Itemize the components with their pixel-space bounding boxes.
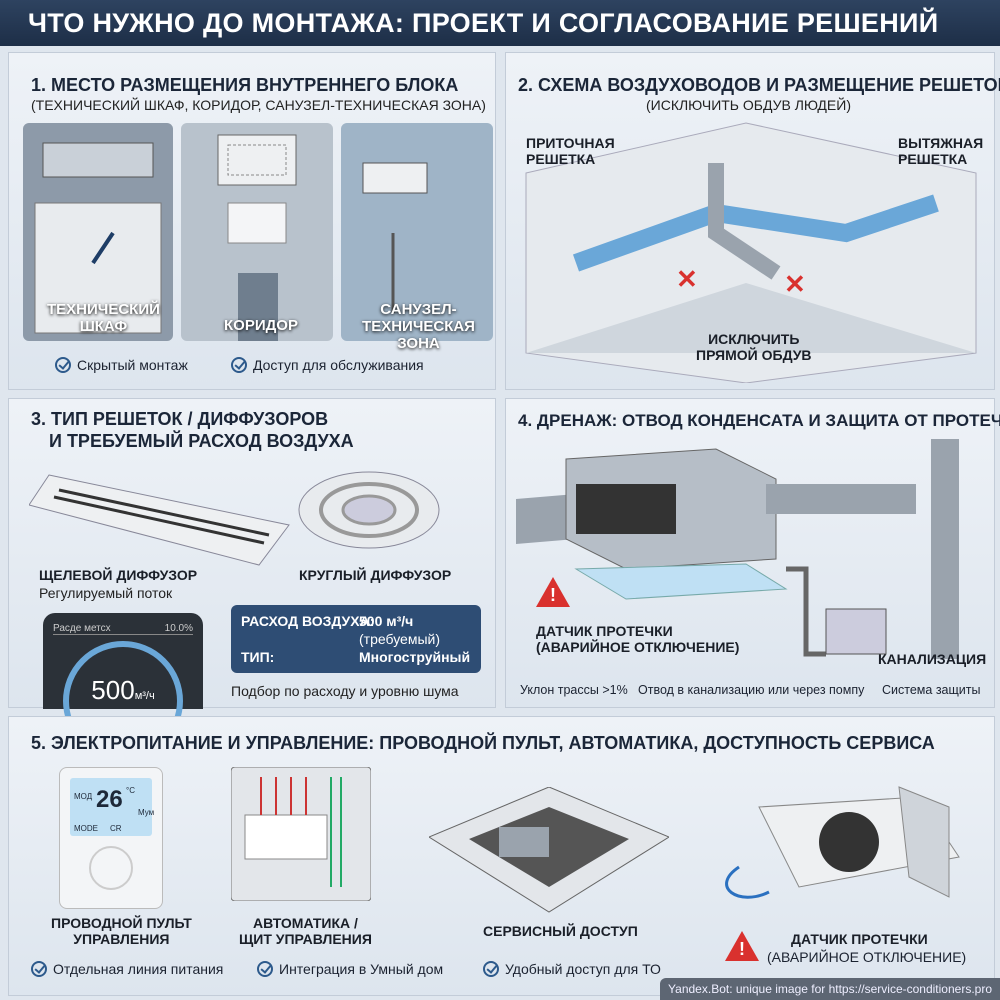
check-service: Удобный доступ для ТО <box>483 961 661 977</box>
panel-subheading: (ТЕХНИЧЕСКИЙ ШКАФ, КОРИДОР, САНУЗЕЛ-ТЕХН… <box>31 97 486 113</box>
drain-note-outlet: Отвод в канализацию или через помпу <box>638 683 865 697</box>
warning-icon: ! <box>725 931 759 961</box>
page-title: ЧТО НУЖНО ДО МОНТАЖА: ПРОЕКТ И СОГЛАСОВА… <box>0 0 1000 46</box>
gauge-value: 500 <box>91 675 135 705</box>
label-leak-sensor: ДАТЧИК ПРОТЕЧКИ <box>791 931 928 947</box>
check-smart-home: Интеграция в Умный дом <box>257 961 443 977</box>
placement-illustrations <box>23 123 493 341</box>
label-avoid-draft: ИСКЛЮЧИТЬ ПРЯМОЙ ОБДУВ <box>696 331 812 363</box>
panel-heading: 1. МЕСТО РАЗМЕЩЕНИЯ ВНУТРЕННЕГО БЛОКА <box>31 75 459 95</box>
check-icon <box>31 961 47 977</box>
selection-note: Подбор по расходу и уровню шума <box>231 683 459 699</box>
duct-scheme: ✕ ✕ <box>525 122 977 383</box>
svg-text:✕: ✕ <box>784 269 806 299</box>
check-text: Скрытый монтаж <box>77 357 188 373</box>
panel-heading: 3. ТИП РЕШЕТОК / ДИФФУЗОРОВ <box>31 409 329 429</box>
panel-heading: 2. СХЕМА ВОЗДУХОВОДОВ И РАЗМЕЩЕНИЕ РЕШЕТ… <box>518 75 1000 95</box>
check-power-line: Отдельная линия питания <box>31 961 223 977</box>
device-percent: 10.0% <box>164 623 193 634</box>
slot-diffuser-sub: Регулируемый поток <box>39 585 173 601</box>
remote-btn-mode[interactable]: MODE <box>74 824 98 833</box>
check-icon <box>257 961 273 977</box>
type-value: Многоструйный <box>359 649 471 665</box>
panel-drainage: 4. ДРЕНАЖ: ОТВОД КОНДЕНСАТА И ЗАЩИТА ОТ … <box>505 398 1000 708</box>
check-text: Отдельная линия питания <box>53 961 224 977</box>
check-text: Удобный доступ для ТО <box>505 961 661 977</box>
label-exhaust-grille: ВЫТЯЖНАЯ РЕШЕТКА <box>898 135 984 167</box>
panel-subheading: (ИСКЛЮЧИТЬ ОБДУВ ЛЮДЕЙ) <box>646 97 851 113</box>
label-supply-grille: ПРИТОЧНАЯ РЕШЕТКА <box>526 135 615 167</box>
remote-mode: МОД <box>74 792 93 801</box>
type-label: ТИП: <box>241 649 275 665</box>
flow-info-box: РАСХОД ВОЗДУХА: 500 м³/ч (требуемый) ТИП… <box>231 605 481 673</box>
device-label: Расде метсх <box>53 623 111 634</box>
remote-temp: 26 <box>96 786 123 813</box>
label-bathroom: САНУЗЕЛ- ТЕХНИЧЕСКАЯ ЗОНА <box>362 301 475 352</box>
cassette-unit-illustration <box>725 786 960 899</box>
gauge-unit: м³/ч <box>134 690 155 702</box>
remote-fan: Мум <box>138 808 155 817</box>
drain-note-slope: Уклон трассы >1% <box>520 683 628 697</box>
flow-meter-device: Расде метсх 10.0% 500м³/ч <box>43 613 203 761</box>
leak-sensor-sub: (АВАРИЙНОЕ ОТКЛЮЧЕНИЕ) <box>767 949 967 965</box>
check-icon <box>55 357 71 373</box>
label-round-diffuser: КРУГЛЫЙ ДИФФУЗОР <box>299 567 452 583</box>
check-icon <box>483 961 499 977</box>
panel-heading: 5. ЭЛЕКТРОПИТАНИЕ И УПРАВЛЕНИЕ: ПРОВОДНО… <box>31 733 935 753</box>
remote-dpad[interactable] <box>89 846 133 890</box>
panel-power-control: 5. ЭЛЕКТРОПИТАНИЕ И УПРАВЛЕНИЕ: ПРОВОДНО… <box>8 716 995 996</box>
label-corridor: КОРИДОР <box>224 317 298 334</box>
flow-label: РАСХОД ВОЗДУХА: <box>241 613 375 629</box>
drainage-illustration <box>516 439 959 659</box>
panel-ducts: 2. СХЕМА ВОЗДУХОВОДОВ И РАЗМЕЩЕНИЕ РЕШЕТ… <box>505 52 1000 390</box>
service-access-illustration <box>429 787 669 913</box>
drain-note-protection: Система защиты <box>882 683 981 697</box>
label-service-access: СЕРВИСНЫЙ ДОСТУП <box>483 923 638 939</box>
remote-temp-unit: °C <box>126 786 135 795</box>
control-panel-illustration <box>231 767 371 901</box>
check-text: Доступ для обслуживания <box>253 357 424 373</box>
panel-placement: 1. МЕСТО РАЗМЕЩЕНИЯ ВНУТРЕННЕГО БЛОКА (Т… <box>8 52 496 390</box>
svg-text:✕: ✕ <box>676 264 698 294</box>
check-text: Интеграция в Умный дом <box>279 961 444 977</box>
diffuser-illustrations <box>29 471 440 566</box>
wired-remote: МОД 26 °C Мум MODE CR <box>59 767 163 909</box>
flow-note: (требуемый) <box>359 631 440 647</box>
check-access: Доступ для обслуживания <box>231 357 424 373</box>
panel-diffusers: 3. ТИП РЕШЕТОК / ДИФФУЗОРОВ И ТРЕБУЕМЫЙ … <box>8 398 496 761</box>
label-sewer: КАНАЛИЗАЦИЯ <box>878 651 987 667</box>
check-icon <box>231 357 247 373</box>
remote-screen: МОД 26 °C Мум MODE CR <box>70 778 155 836</box>
label-cabinet: ТЕХНИЧЕСКИЙ ШКАФ <box>47 301 160 335</box>
condensate-pump <box>825 608 887 655</box>
watermark: Yandex.Bot: unique image for https://ser… <box>660 978 1000 1000</box>
remote-btn-cr[interactable]: CR <box>110 824 122 833</box>
label-slot-diffuser: ЩЕЛЕВОЙ ДИФФУЗОР <box>39 567 198 583</box>
panel-heading-2: И ТРЕБУЕМЫЙ РАСХОД ВОЗДУХА <box>49 431 354 451</box>
warning-icon: ! <box>536 577 570 607</box>
label-leak-sensor: ДАТЧИК ПРОТЕЧКИ (АВАРИЙНОЕ ОТКЛЮЧЕНИЕ) <box>536 623 740 655</box>
flow-value: 500 м³/ч <box>359 613 414 629</box>
label-control-panel: АВТОМАТИКА / ЩИТ УПРАВЛЕНИЯ <box>239 915 372 947</box>
label-wired-remote: ПРОВОДНОЙ ПУЛЬТ УПРАВЛЕНИЯ <box>51 915 192 947</box>
check-hidden: Скрытый монтаж <box>55 357 188 373</box>
panel-heading: 4. ДРЕНАЖ: ОТВОД КОНДЕНСАТА И ЗАЩИТА ОТ … <box>518 411 1000 430</box>
